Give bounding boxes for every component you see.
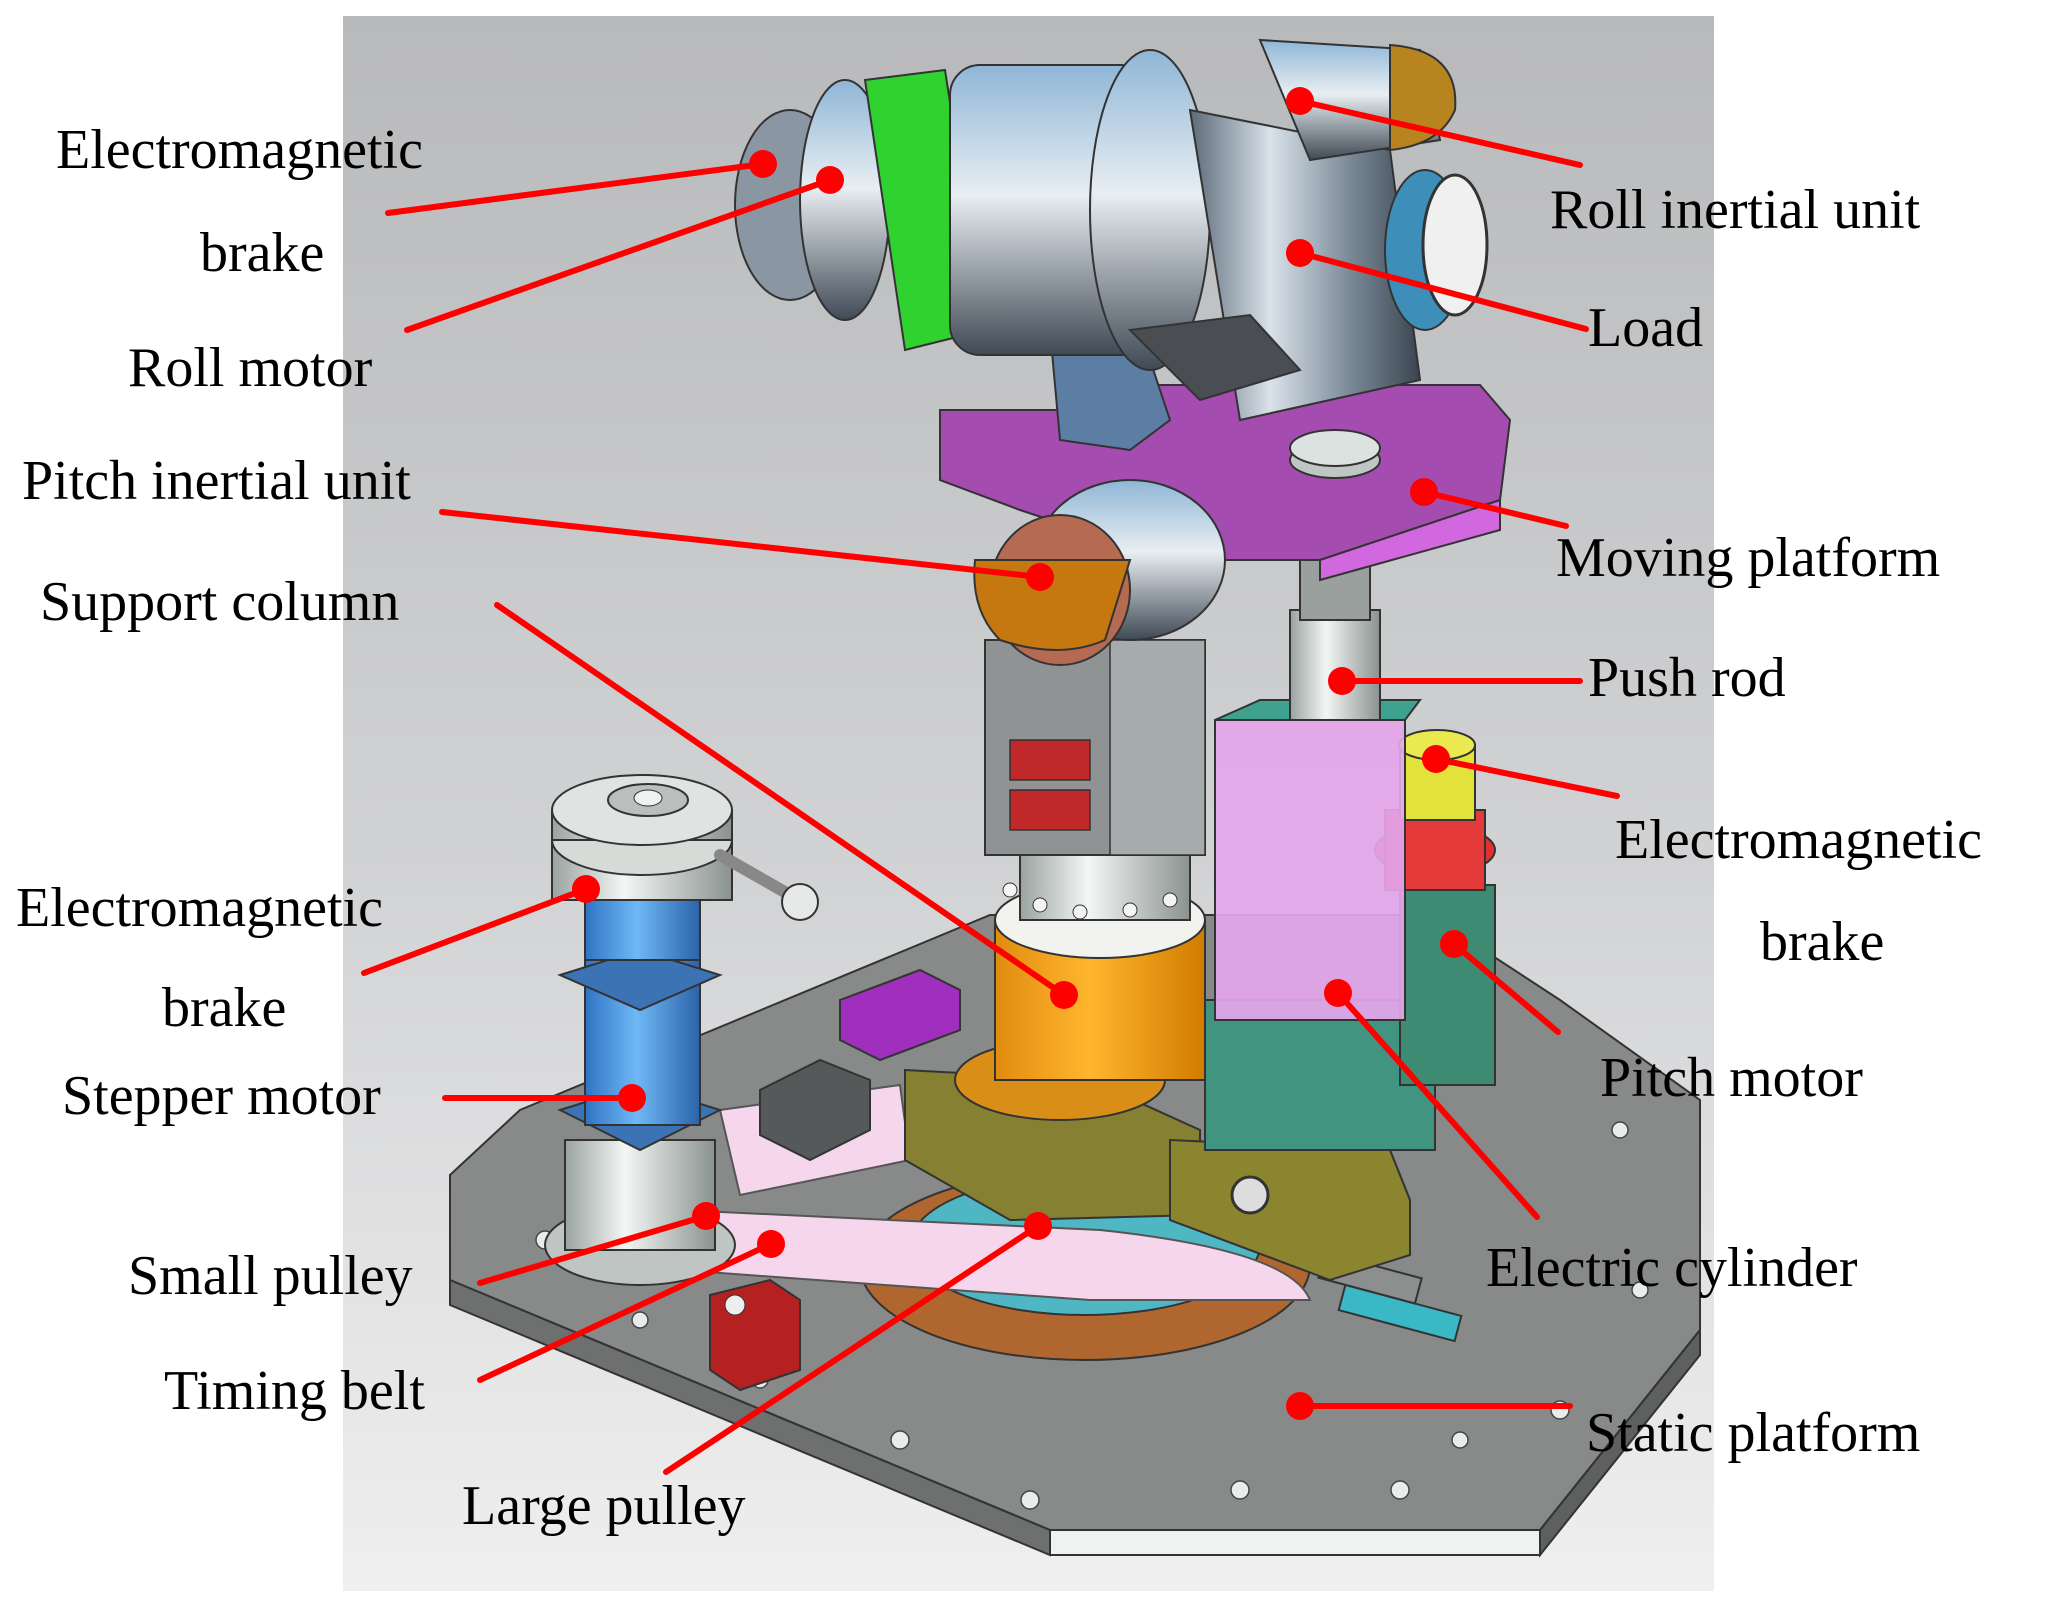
dot-large-pulley xyxy=(1024,1212,1052,1240)
leader-em-brake-right xyxy=(1433,756,1620,799)
dot-pitch-inertial xyxy=(1026,563,1054,591)
leader-large-pulley xyxy=(663,1223,1041,1475)
leader-pitch-motor xyxy=(1451,941,1561,1035)
leader-roll-motor xyxy=(404,177,833,333)
dot-roll-inertial xyxy=(1286,87,1314,115)
leader-em-brake-left xyxy=(361,886,589,976)
leader-roll-inertial xyxy=(1297,98,1583,168)
leader-small-pulley xyxy=(477,1213,709,1286)
dot-roll-motor xyxy=(816,166,844,194)
label-moving-platform: Moving platform xyxy=(1556,527,1941,589)
dot-support-column xyxy=(1050,981,1078,1009)
dot-pitch-motor xyxy=(1440,930,1468,958)
leader-em-brake-top xyxy=(385,161,766,216)
leader-timing-belt xyxy=(477,1241,774,1383)
label-em-brake-top-2: brake xyxy=(200,222,325,284)
label-em-brake-left-2: brake xyxy=(162,977,287,1039)
label-roll-inertial-unit: Roll inertial unit xyxy=(1550,179,1921,241)
dot-em-brake-left xyxy=(572,875,600,903)
label-stepper-motor: Stepper motor xyxy=(62,1065,381,1127)
leader-lines xyxy=(361,98,1620,1475)
leader-electric-cylinder xyxy=(1335,990,1540,1220)
leader-pitch-inertial xyxy=(439,509,1043,580)
label-roll-motor: Roll motor xyxy=(128,337,373,399)
label-em-brake-right-1: Electromagnetic xyxy=(1615,809,1982,871)
dot-small-pulley xyxy=(692,1202,720,1230)
pitch-inertial-unit xyxy=(973,479,1226,666)
anchor-dots xyxy=(572,87,1468,1420)
label-large-pulley: Large pulley xyxy=(462,1475,746,1537)
leader-support-column xyxy=(494,602,1067,998)
label-em-brake-left-1: Electromagnetic xyxy=(16,877,383,939)
dot-timing-belt xyxy=(757,1230,785,1258)
gear-box xyxy=(759,1058,871,1162)
label-electric-cylinder: Electric cylinder xyxy=(1486,1237,1858,1299)
dot-static-platform xyxy=(1286,1392,1314,1420)
label-static-platform: Static platform xyxy=(1586,1402,1921,1464)
label-push-rod: Push rod xyxy=(1588,647,1786,709)
dot-electric-cylinder xyxy=(1324,979,1352,1007)
label-em-brake-right-2: brake xyxy=(1760,911,1885,973)
label-support-column: Support column xyxy=(40,571,400,633)
label-small-pulley: Small pulley xyxy=(128,1245,413,1307)
electric-cylinder-assembly xyxy=(1204,559,1496,1151)
stepper-assembly xyxy=(544,774,819,1286)
label-pitch-motor: Pitch motor xyxy=(1600,1047,1863,1109)
label-timing-belt: Timing belt xyxy=(164,1360,425,1422)
dot-em-brake-top xyxy=(749,150,777,178)
dot-push-rod xyxy=(1328,667,1356,695)
leader-load xyxy=(1297,250,1589,332)
magenta-connector xyxy=(839,968,961,1062)
label-em-brake-top-1: Electromagnetic xyxy=(56,119,423,181)
pitch-housing xyxy=(984,639,1206,856)
support-column xyxy=(954,839,1206,1121)
leader-moving-platform xyxy=(1421,489,1569,529)
dot-stepper xyxy=(618,1084,646,1112)
label-load: Load xyxy=(1588,297,1704,359)
dot-load xyxy=(1286,239,1314,267)
dot-moving-platform xyxy=(1410,478,1438,506)
dot-em-brake-right xyxy=(1422,745,1450,773)
red-mount-block xyxy=(709,1278,801,1392)
label-pitch-inertial-unit: Pitch inertial unit xyxy=(22,450,411,512)
